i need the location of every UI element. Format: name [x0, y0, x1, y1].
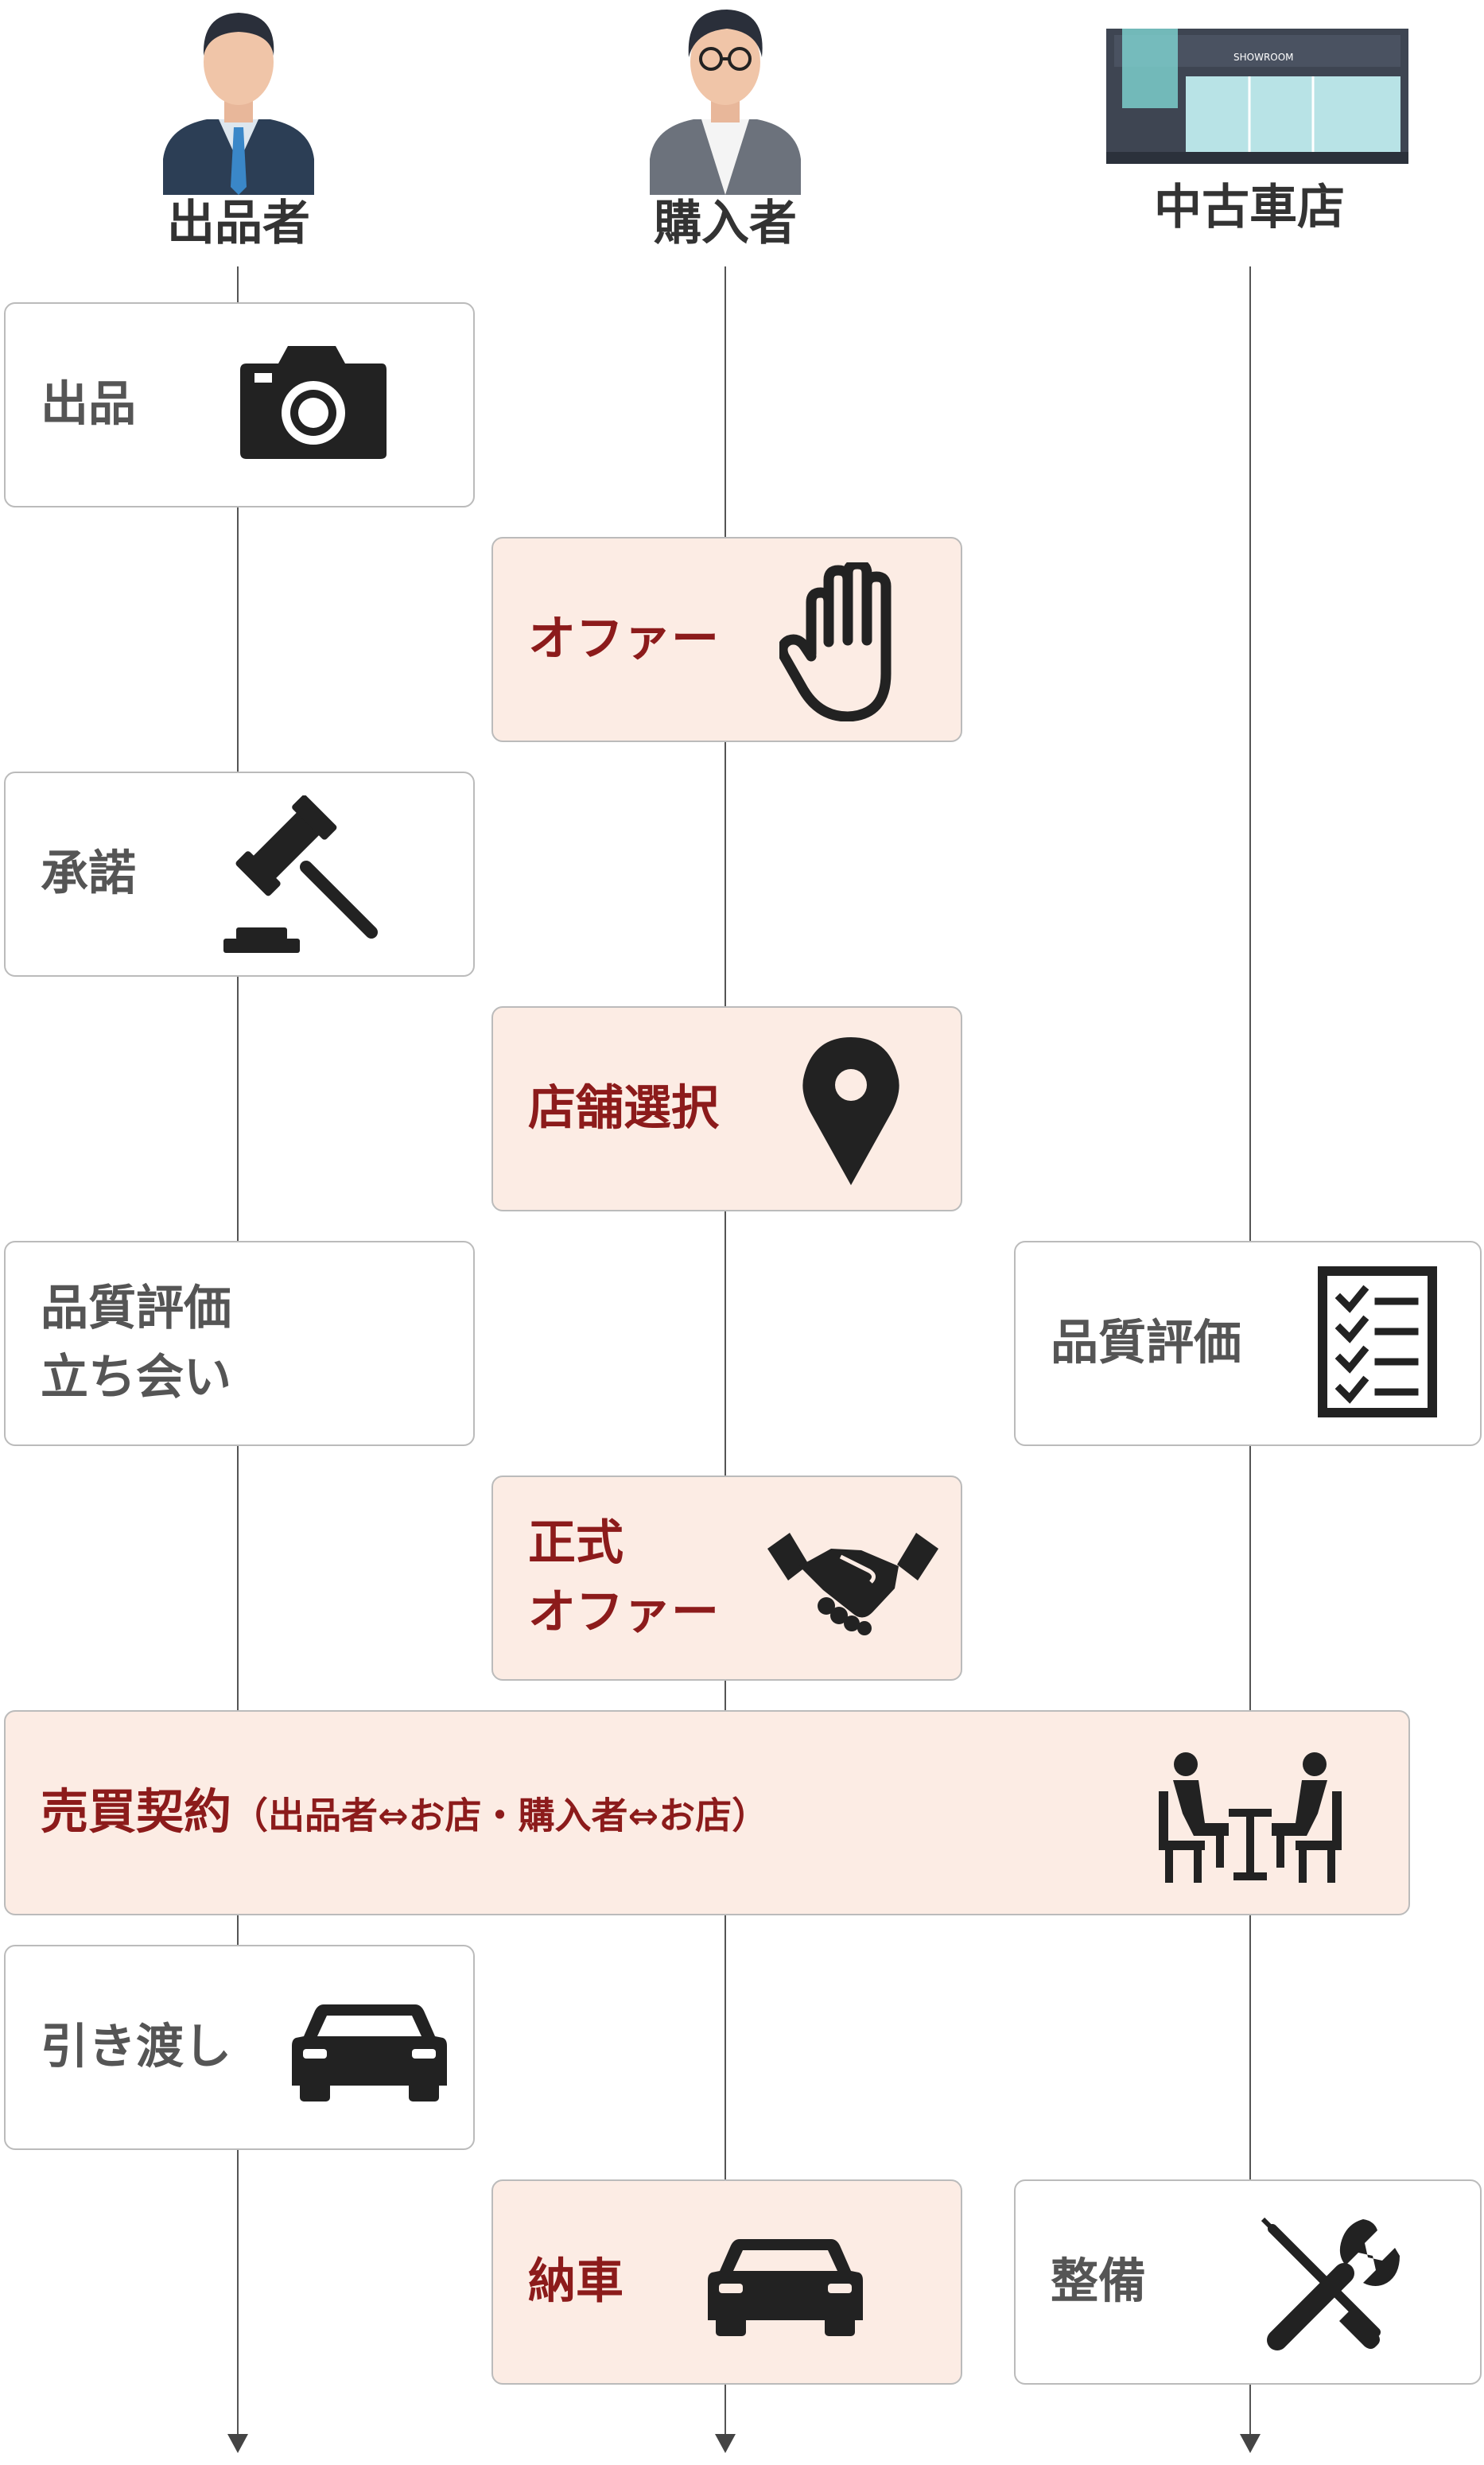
buyer-lane-arrow [715, 2434, 736, 2453]
car-icon [708, 2233, 863, 2336]
step-contract: 売買契約（出品者⇔お店・購入者⇔お店） [4, 1710, 1410, 1915]
step-offer: オファー [491, 537, 962, 742]
raised-hand-icon [779, 562, 915, 721]
step-handover: 引き渡し [4, 1945, 475, 2150]
step-delivery: 納車 [491, 2179, 962, 2385]
step-contract-label: 売買契約 [41, 1784, 231, 1841]
dealer-lane-arrow [1240, 2434, 1261, 2453]
step-maintenance-label: 整備 [1051, 2253, 1146, 2310]
seller-lane-label: 出品者 [167, 196, 310, 251]
step-handover-label: 引き渡し [41, 2019, 231, 2075]
step-contract-text: 売買契約（出品者⇔お店・購入者⇔お店） [41, 1779, 768, 1848]
step-store-select-label: 店舗選択 [528, 1080, 719, 1137]
buyer-lane-label: 購入者 [654, 196, 797, 251]
step-formal-offer-label: 正式 オファー [528, 1515, 719, 1640]
seller-lane-arrow [227, 2434, 248, 2453]
buyer-avatar [638, 0, 813, 195]
step-inspection-attend-label: 品質評価 立ち会い [41, 1281, 231, 1406]
step-maintenance: 整備 [1014, 2179, 1482, 2385]
step-listing-label: 出品 [41, 376, 136, 433]
camera-icon [240, 340, 387, 459]
step-inspection: 品質評価 [1014, 1241, 1482, 1446]
seller-avatar [151, 0, 326, 195]
step-accept: 承諾 [4, 772, 475, 977]
car-icon [292, 1998, 447, 2101]
step-delivery-label: 納車 [528, 2253, 624, 2310]
checklist-icon [1318, 1266, 1437, 1417]
meeting-table-icon [1151, 1752, 1350, 1883]
map-pin-icon [799, 1036, 903, 1187]
step-formal-offer: 正式 オファー [491, 1476, 962, 1681]
buyer-header: 購入者 [606, 0, 845, 262]
step-inspection-label: 品質評価 [1051, 1315, 1241, 1371]
step-store-select: 店舗選択 [491, 1006, 962, 1211]
step-offer-label: オファー [528, 611, 719, 667]
dealer-header: SHOWROOM 中古車店 [1090, 0, 1408, 262]
step-accept-label: 承諾 [41, 846, 136, 902]
showroom-building-icon: SHOWROOM [1106, 29, 1408, 167]
dealer-lane-label: 中古車店 [1154, 180, 1345, 235]
step-contract-sublabel: （出品者⇔お店・購入者⇔お店） [231, 1794, 769, 1837]
step-listing: 出品 [4, 302, 475, 507]
tools-icon [1258, 2213, 1401, 2352]
handshake-icon [767, 1533, 938, 1636]
buyer-lane-line [725, 266, 726, 2438]
gavel-icon [220, 795, 387, 955]
step-inspection-attend: 品質評価 立ち会い [4, 1241, 475, 1446]
showroom-sign-text: SHOWROOM [1233, 52, 1294, 63]
seller-header: 出品者 [119, 0, 358, 262]
